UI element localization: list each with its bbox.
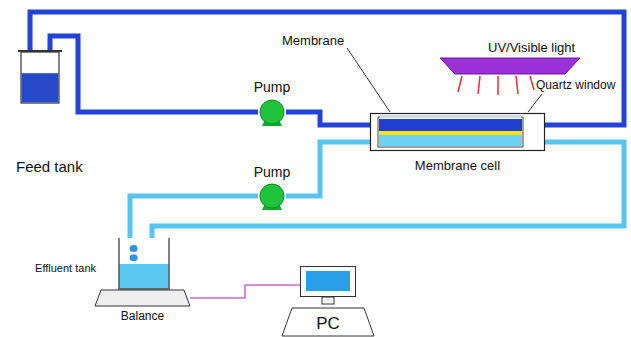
membrane-cell-shape xyxy=(370,113,545,151)
leader-line xyxy=(528,94,542,112)
balance-shape xyxy=(95,290,190,306)
pump: Pump xyxy=(258,99,286,127)
component-label: Feed tank xyxy=(16,158,83,175)
data-cable xyxy=(190,285,300,298)
balance: Balance xyxy=(95,290,190,306)
component-label: UV/Visible light xyxy=(488,41,575,56)
feed-pipe xyxy=(286,112,370,125)
draw-pipe xyxy=(130,196,258,238)
component-label: Balance xyxy=(121,310,164,324)
component-label: Effluent tank xyxy=(35,262,96,275)
pump: Pump xyxy=(258,183,286,211)
effluent-tank-shape xyxy=(118,238,170,290)
draw-return-pipe xyxy=(152,142,624,238)
return-pipe xyxy=(30,12,624,125)
part-label: Quartz window xyxy=(536,79,615,93)
feed-tank: Feed tank xyxy=(20,48,60,104)
component-label: Pump xyxy=(254,79,291,95)
pump-shape xyxy=(258,183,286,211)
leader-line xyxy=(347,48,390,112)
uv-lamp-shape xyxy=(440,58,580,74)
feed-pipe xyxy=(50,36,258,112)
pump-shape xyxy=(258,99,286,127)
effluent-tank: Effluent tank xyxy=(118,238,170,290)
draw-pipe xyxy=(286,142,370,196)
keyboard xyxy=(282,308,374,336)
membrane-cell: Membrane cell xyxy=(370,113,545,151)
feed-tank-shape xyxy=(20,48,60,104)
component-label: Pump xyxy=(254,164,291,180)
component-label: Membrane cell xyxy=(415,159,500,174)
uv-lamp: UV/Visible light xyxy=(440,58,580,74)
light-rays xyxy=(458,76,534,95)
computer: PC xyxy=(300,266,356,304)
computer-shape xyxy=(300,266,356,304)
part-label: Membrane xyxy=(282,34,344,49)
component-label: PC xyxy=(316,314,340,334)
